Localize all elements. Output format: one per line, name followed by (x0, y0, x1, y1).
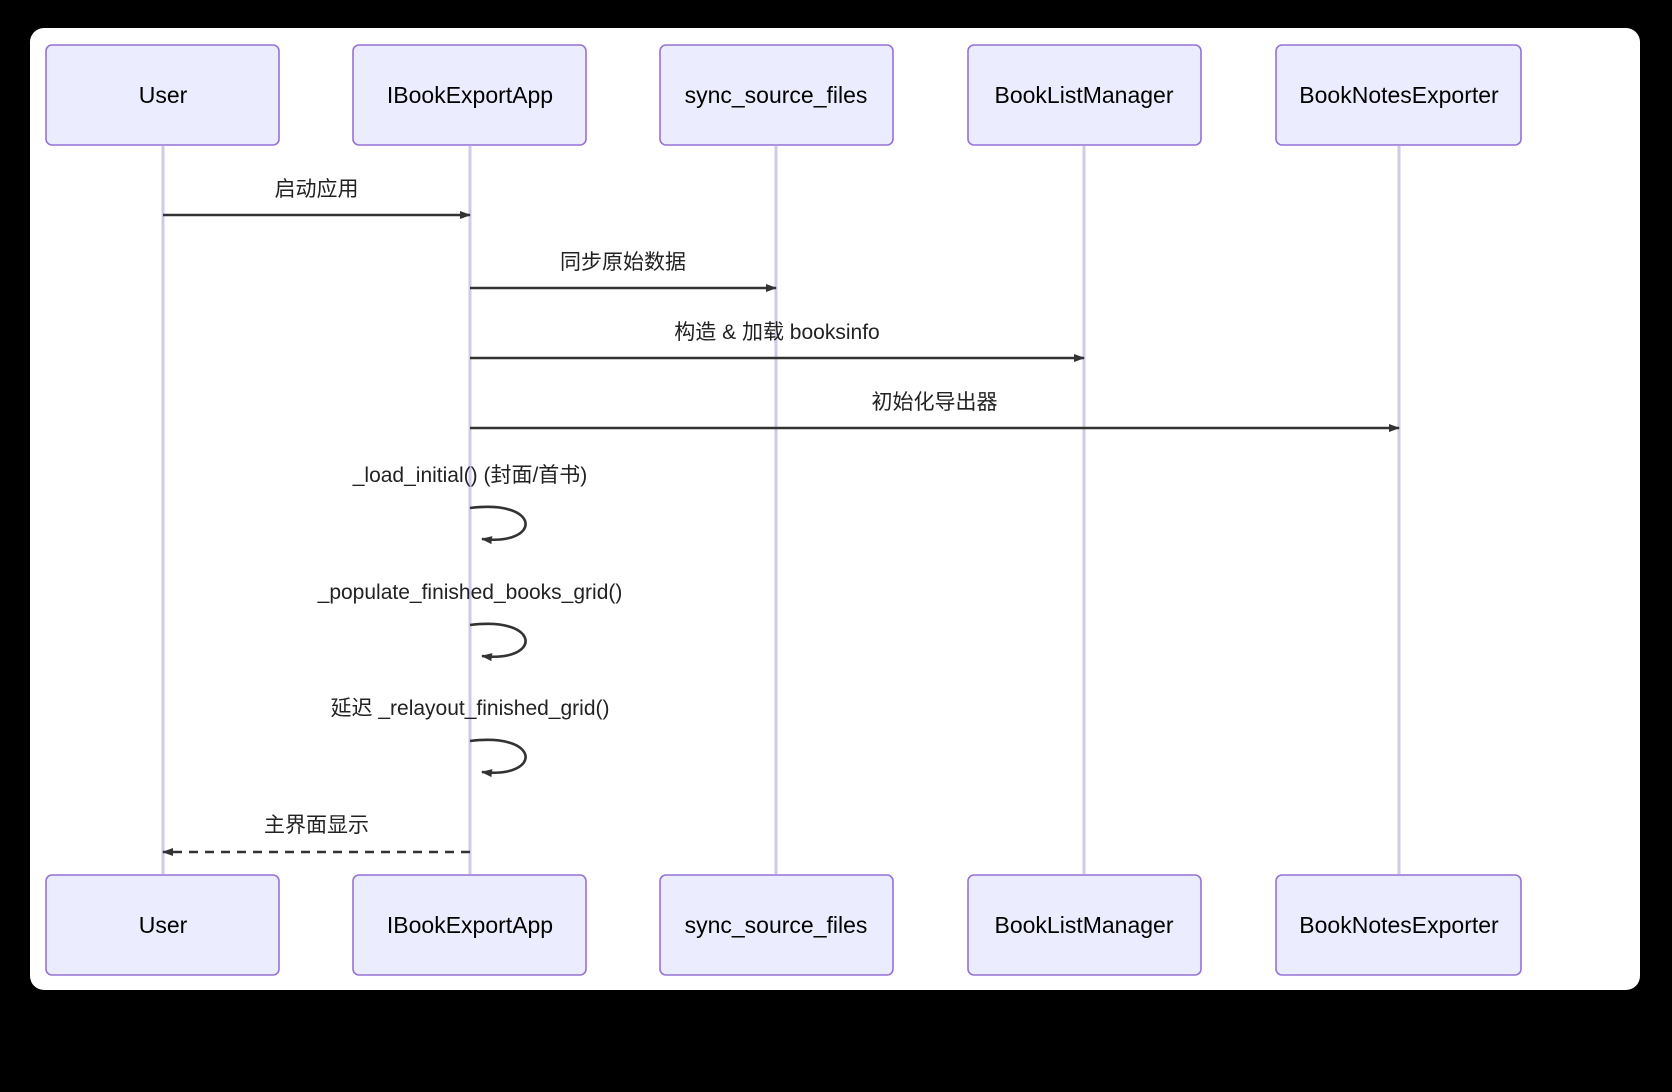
message-label: _populate_finished_books_grid() (317, 581, 623, 604)
participant-boxes-top: User IBookExportApp sync_source_files BookL… (45, 44, 1522, 146)
message-label: 初始化导出器 (872, 391, 998, 414)
lifelines-group (161, 146, 1401, 874)
participant-label-User-top: User (139, 82, 188, 108)
participant-box-IBookExportApp-bottom[interactable] (352, 874, 587, 976)
message-7[interactable]: 延迟 _relayout_finished_grid() (331, 697, 610, 778)
participant-boxes-bottom: User IBookExportApp sync_source_files BookL… (45, 874, 1522, 976)
participant-label-sync_source_files-top: sync_source_files (685, 82, 868, 108)
self-loop-arc (469, 738, 527, 778)
message-5[interactable]: _load_initial() (封面/首书) (352, 464, 588, 545)
message-1[interactable]: 启动应用 (163, 178, 471, 219)
self-loop-arc (469, 622, 527, 662)
diagram-canvas (30, 28, 1640, 990)
message-label: 同步原始数据 (560, 251, 686, 274)
participant-label-BookNotesExporter-top: BookNotesExporter (1299, 82, 1499, 108)
participant-box-sync_source_files-bottom[interactable] (659, 874, 894, 976)
participant-box-BookNotesExporter-top[interactable] (1275, 44, 1522, 146)
participant-label-BookListManager-top: BookListManager (995, 82, 1174, 108)
self-loop-arc (469, 505, 527, 545)
participant-label-BookListManager-bottom: BookListManager (995, 912, 1174, 938)
participant-label-BookNotesExporter-bottom: BookNotesExporter (1299, 912, 1499, 938)
message-label: 启动应用 (275, 178, 359, 201)
participant-box-User-bottom[interactable] (45, 874, 280, 976)
participant-label-IBookExportApp-top: IBookExportApp (387, 82, 553, 108)
participant-box-IBookExportApp-top[interactable] (352, 44, 587, 146)
message-3[interactable]: 构造 & 加载 booksinfo (470, 321, 1085, 362)
participant-box-BookNotesExporter-bottom[interactable] (1275, 874, 1522, 976)
message-8[interactable]: 主界面显示 (162, 814, 470, 856)
message-label: 构造 & 加载 booksinfo (674, 321, 879, 344)
participant-label-IBookExportApp-bottom: IBookExportApp (387, 912, 553, 938)
participant-box-sync_source_files-top[interactable] (659, 44, 894, 146)
participant-label-sync_source_files-bottom: sync_source_files (685, 912, 868, 938)
participant-box-BookListManager-top[interactable] (967, 44, 1202, 146)
message-2[interactable]: 同步原始数据 (470, 251, 777, 292)
message-4[interactable]: 初始化导出器 (470, 391, 1400, 432)
message-label: 主界面显示 (264, 814, 369, 837)
message-label: 延迟 _relayout_finished_grid() (331, 697, 610, 720)
participant-label-User-bottom: User (139, 912, 188, 938)
participant-box-BookListManager-bottom[interactable] (967, 874, 1202, 976)
message-label: _load_initial() (封面/首书) (352, 464, 588, 487)
participant-box-User-top[interactable] (45, 44, 280, 146)
message-6[interactable]: _populate_finished_books_grid() (317, 581, 623, 662)
